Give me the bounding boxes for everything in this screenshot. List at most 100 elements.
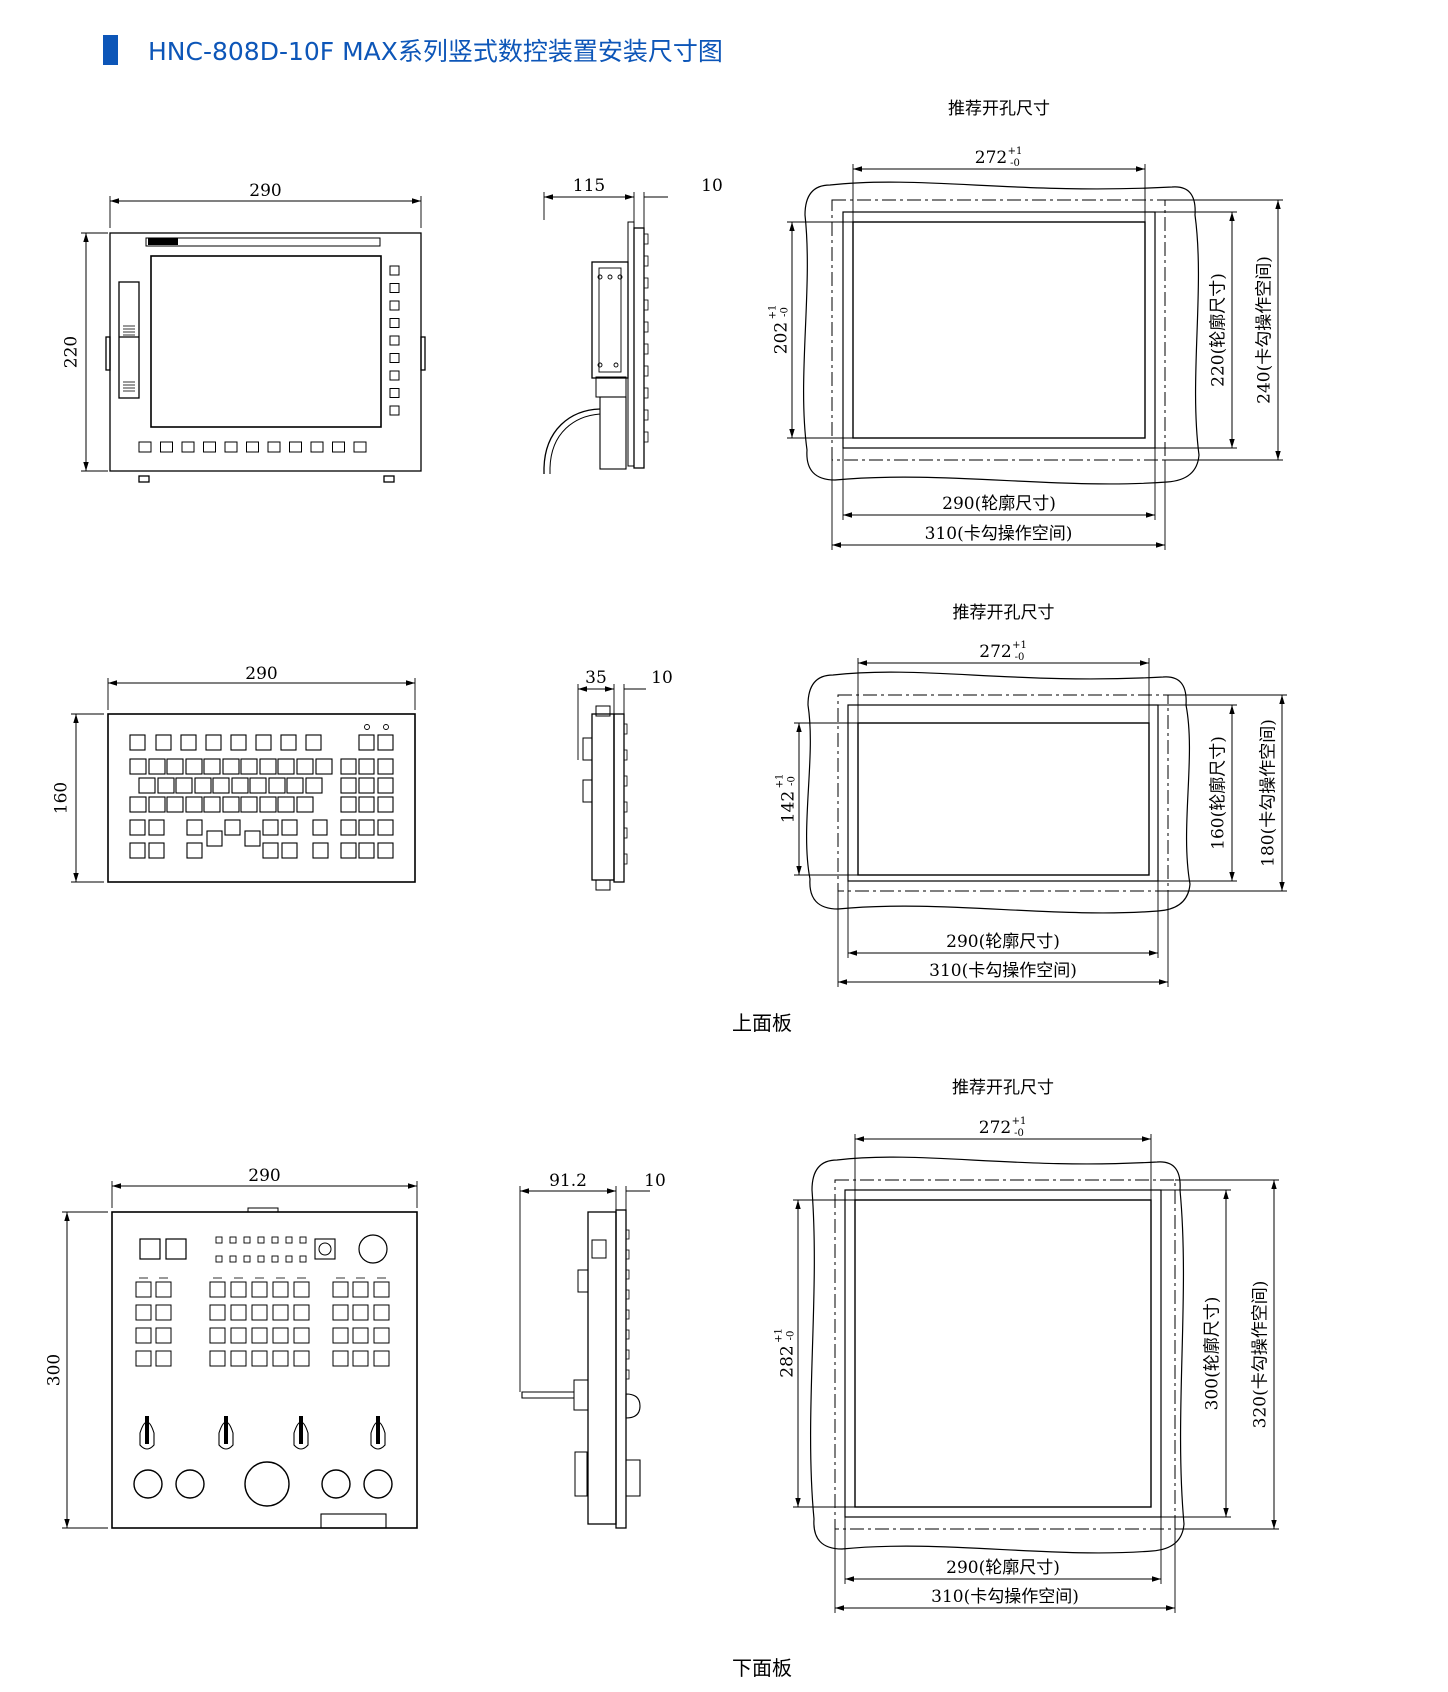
side-flange-label: 10 — [701, 176, 723, 196]
title-accent-mark — [103, 35, 118, 65]
round-button — [133, 1469, 163, 1499]
function-key — [352, 1304, 369, 1321]
key-button — [377, 758, 394, 775]
monitor-screen — [150, 255, 382, 428]
hook-space-height-label: 320(卡勾操作空间) — [1251, 1281, 1271, 1429]
cutout-height-label: 142 — [779, 791, 799, 823]
function-key — [155, 1327, 172, 1344]
monitor-top-strip — [145, 237, 381, 247]
soft-key-right — [389, 335, 400, 346]
cutout-width-label: 272 — [979, 642, 1011, 662]
bracket — [595, 376, 627, 398]
mounting-plate-outline — [802, 181, 1200, 485]
key-button — [277, 796, 295, 813]
front-height-label: 300 — [45, 1354, 65, 1386]
switch-lever — [224, 1416, 228, 1444]
key-button — [340, 842, 357, 859]
key-button — [129, 819, 146, 836]
key-button — [186, 842, 203, 859]
handwheel — [244, 1461, 290, 1507]
connector — [582, 737, 593, 761]
key-button — [377, 819, 394, 836]
function-key — [373, 1281, 390, 1298]
side-flange-label: 10 — [644, 1171, 666, 1191]
connector-stack — [599, 396, 627, 470]
hook-space-width-label: 310(卡勾操作空间) — [925, 524, 1073, 544]
handwheel-housing — [574, 1451, 588, 1497]
key-profile — [643, 277, 649, 289]
tolerance-minus: -0 — [1014, 1128, 1024, 1139]
soft-key-bottom — [160, 441, 173, 453]
function-key — [155, 1350, 172, 1367]
soft-key-bottom — [310, 441, 324, 453]
cable-rod — [521, 1391, 574, 1399]
screw-hole — [607, 274, 613, 280]
soft-key-right — [389, 353, 400, 363]
front-flange — [613, 713, 625, 883]
override-switch — [293, 1421, 309, 1450]
key-button — [206, 830, 223, 847]
side-hand-grip — [118, 281, 140, 399]
key-profile — [643, 431, 649, 443]
key-button — [166, 796, 184, 813]
key-profile — [625, 1229, 630, 1240]
function-key — [209, 1350, 226, 1367]
front-height-label: 160 — [52, 782, 72, 814]
key-button — [358, 777, 375, 794]
display-window — [165, 1238, 187, 1260]
function-key — [251, 1304, 268, 1321]
switch-lever — [145, 1416, 149, 1444]
key-button — [166, 758, 184, 775]
outline-width-label: 290(轮廓尺寸) — [946, 932, 1060, 952]
key-profile — [643, 255, 649, 267]
key-profile — [623, 775, 628, 787]
function-key — [155, 1281, 172, 1298]
cable-slot — [320, 1513, 387, 1529]
function-key — [135, 1281, 152, 1298]
tolerance-plus: +1 — [774, 1328, 785, 1343]
upper-panel-body — [107, 713, 416, 883]
key-button — [138, 777, 156, 794]
status-led — [285, 1255, 293, 1263]
key-button — [277, 758, 295, 775]
screw-hole — [617, 274, 623, 280]
hook-space-height-label: 180(卡勾操作空间) — [1259, 719, 1279, 867]
key-button — [340, 819, 357, 836]
bezel-edge — [627, 221, 635, 467]
function-key — [373, 1327, 390, 1344]
status-led — [243, 1255, 251, 1263]
function-key — [135, 1304, 152, 1321]
key-button — [358, 796, 375, 813]
top-tab — [247, 1207, 279, 1213]
key-button — [286, 777, 304, 794]
key-button — [315, 758, 333, 775]
key-button — [224, 819, 241, 836]
cutout-title: 推荐开孔尺寸 — [948, 99, 1050, 119]
key-button — [259, 758, 277, 775]
key-profile — [625, 1349, 630, 1360]
key-profile — [625, 1309, 630, 1320]
override-switch — [139, 1421, 155, 1450]
switch-body — [573, 1379, 589, 1411]
function-key — [272, 1304, 289, 1321]
top-cap — [595, 705, 611, 717]
soft-key-bottom — [267, 441, 281, 453]
key-button — [377, 734, 394, 751]
status-led — [215, 1255, 223, 1263]
key-profile — [625, 1269, 630, 1280]
outline-height-label: 300(轮廓尺寸) — [1203, 1297, 1223, 1411]
soft-key-right — [389, 405, 400, 416]
function-key — [135, 1327, 152, 1344]
function-key — [251, 1281, 268, 1298]
function-key — [293, 1281, 310, 1298]
upper-panel-front-view — [107, 713, 416, 883]
title-bar: HNC-808D-10F MAX系列竖式数控装置安装尺寸图 — [103, 34, 723, 66]
key-profile — [623, 749, 628, 761]
recommended-hole — [852, 221, 1146, 439]
connector — [582, 779, 593, 803]
key-button — [240, 758, 258, 775]
soft-key-right — [389, 265, 400, 276]
round-button — [363, 1469, 393, 1499]
